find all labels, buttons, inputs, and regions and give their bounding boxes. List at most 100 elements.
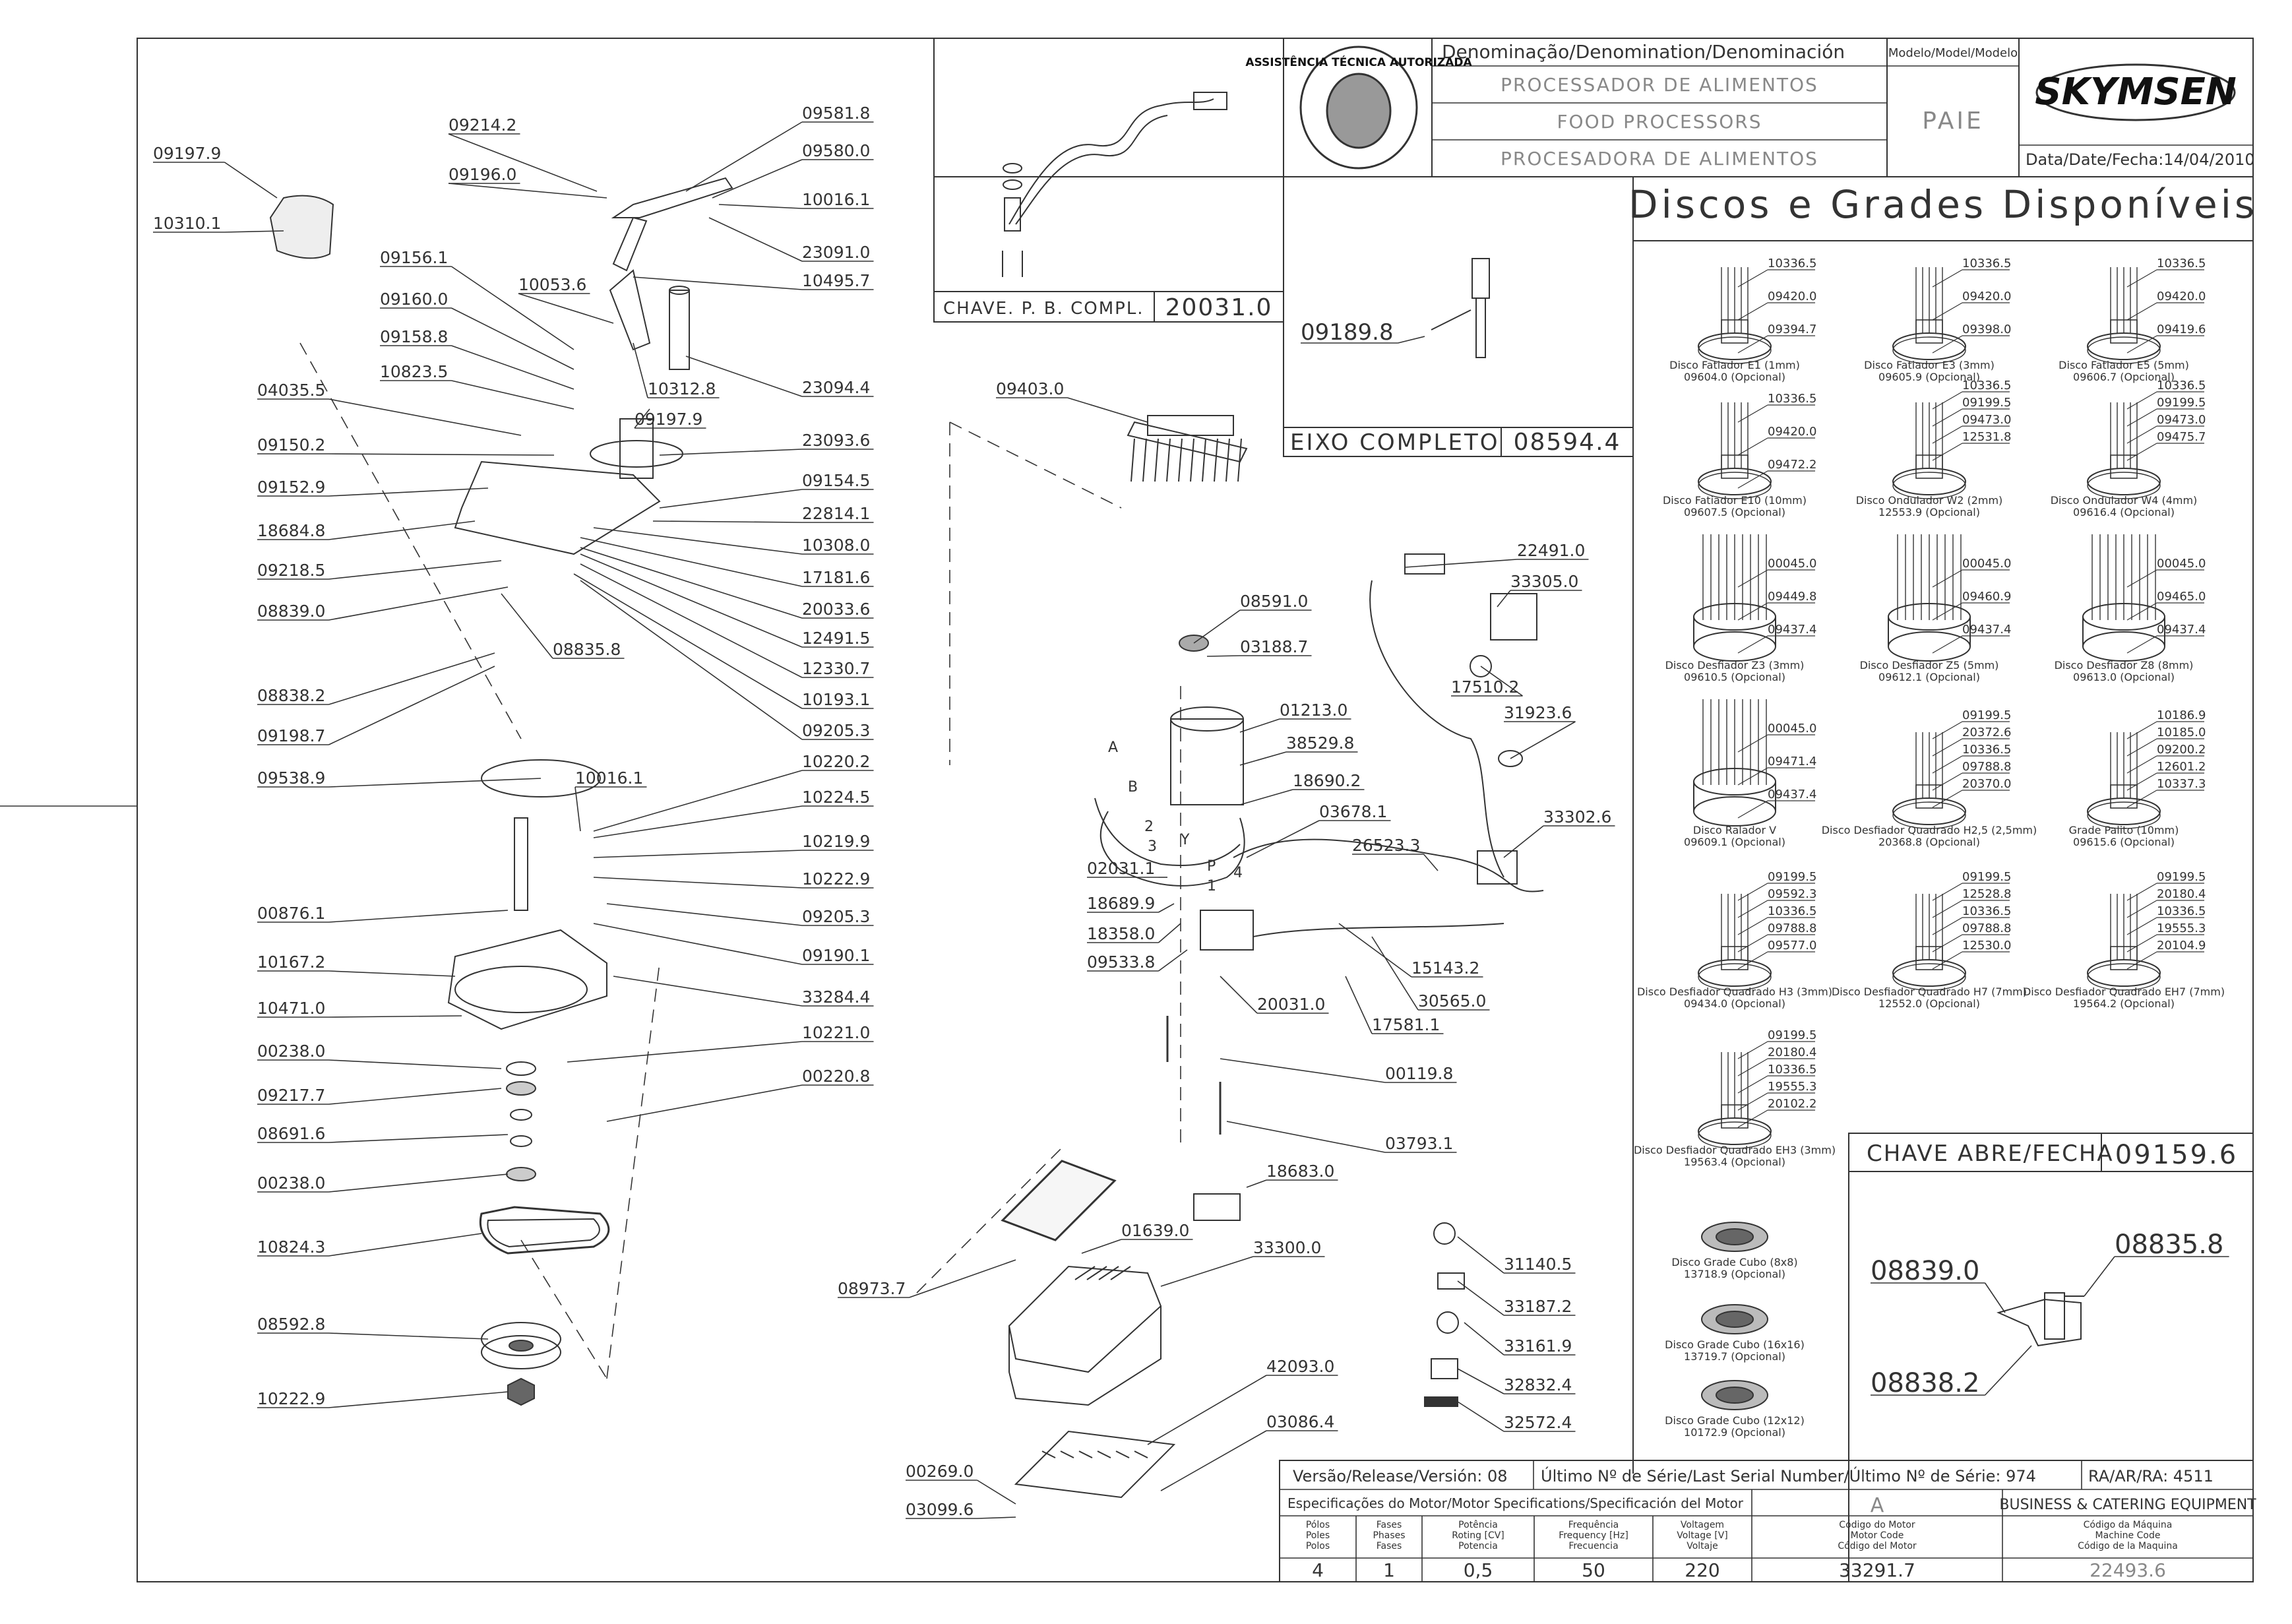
disc-name: Disco Grade Cubo (12x12) <box>1665 1414 1805 1427</box>
pulley-nut <box>507 1377 535 1406</box>
leader-line <box>2084 1256 2115 1297</box>
part-number-label: 09205.3 <box>802 907 870 926</box>
disc-part-number: 09471.4 <box>1768 755 1816 768</box>
part-number-label: 09156.1 <box>380 248 448 267</box>
part-number-label: 09217.7 <box>257 1086 325 1105</box>
disc-part-number: 09394.7 <box>1768 323 1816 336</box>
vent-slot <box>1078 1451 1093 1458</box>
leader-line <box>328 970 456 977</box>
brush-bristle <box>1190 438 1194 482</box>
leader-line <box>2126 391 2157 410</box>
disc-part-number: 20180.4 <box>2157 887 2206 901</box>
motor-top <box>1170 706 1244 732</box>
brush-bristle <box>1214 438 1218 482</box>
part-number-label: 15143.2 <box>1411 958 1479 978</box>
product-name: PROCESSADOR DE ALIMENTOS <box>1501 74 1818 96</box>
vent-slot <box>1115 1451 1130 1458</box>
disc-part-number: 09199.5 <box>1962 870 2011 884</box>
part-number-label: 09197.9 <box>635 410 702 429</box>
brush-bristle <box>1237 438 1242 482</box>
disc-code: 09604.0 (Opcional) <box>1684 371 1785 383</box>
leader-line <box>1457 1368 1504 1394</box>
motor-spec-value: 50 <box>1582 1559 1605 1581</box>
disc-part-number: 12601.2 <box>2157 760 2206 774</box>
leader-line <box>574 786 581 832</box>
leader-line <box>1737 437 1768 456</box>
part-number-label: 09160.0 <box>380 290 448 309</box>
disc-part-number: 10336.5 <box>2157 379 2206 392</box>
brush-bristle <box>1178 438 1183 482</box>
disc-name: Disco Fatiador E10 (10mm) <box>1663 494 1807 507</box>
disc-part-number: 09465.0 <box>2157 590 2206 604</box>
leader-line <box>328 778 542 788</box>
assembly-axis <box>606 962 660 1379</box>
terminal-symbol <box>1431 1358 1458 1379</box>
leader-line <box>2126 951 2157 970</box>
motor-spec-header: Poles <box>1306 1530 1330 1541</box>
disc-code: 09613.0 (Opcional) <box>2073 671 2175 683</box>
part-number-label: 18358.0 <box>1087 924 1155 943</box>
part-number-label: 10222.9 <box>257 1389 325 1408</box>
leader-line <box>1158 949 1188 972</box>
slicer-disc-edge <box>1892 801 1966 829</box>
disc-part-number: 09420.0 <box>1768 425 1816 439</box>
disc-part-number: 09199.5 <box>1962 396 2011 410</box>
part-number-label: 08591.0 <box>1240 592 1308 611</box>
brush-bristle <box>1202 438 1206 482</box>
disc-code: 09607.5 (Opcional) <box>1684 506 1785 518</box>
ground-symbol <box>1433 1222 1456 1245</box>
bearing <box>506 1167 536 1181</box>
brush-bristle <box>1142 438 1147 482</box>
motor-spec-label: Especificações do Motor/Motor Specificat… <box>1287 1495 1744 1511</box>
vent-slot <box>1041 1451 1056 1458</box>
disc-part-number: 09577.0 <box>1768 939 1816 953</box>
part-number-label: 01639.0 <box>1121 1221 1189 1240</box>
disc-part-number: 09398.0 <box>1962 323 2011 336</box>
motor-spec-header: Fases <box>1377 1541 1402 1551</box>
leader-line <box>580 563 803 678</box>
leader-line <box>1737 951 1768 970</box>
leader-line <box>2126 772 2157 791</box>
motor-terminal-letter: Y <box>1180 832 1190 848</box>
top-plate <box>454 460 661 555</box>
disc-part-number: 10336.5 <box>1962 257 2011 270</box>
part-number-label: 09158.8 <box>380 327 448 346</box>
slicer-disc-edge <box>2087 801 2161 829</box>
part-number-label: 23094.4 <box>802 378 870 397</box>
leader-line <box>708 217 803 262</box>
motor-terminal-letter: 1 <box>1207 878 1216 894</box>
disc-part-number: 19555.3 <box>1768 1080 1816 1094</box>
motor-spec-header: Voltagem <box>1681 1520 1724 1530</box>
leader-line <box>593 527 803 555</box>
disc-code: 09616.4 (Opcional) <box>2073 506 2175 518</box>
label-symbol <box>1437 1272 1465 1290</box>
leader-line <box>1932 772 1963 791</box>
switch-cable <box>1008 98 1214 225</box>
brush-handle <box>1147 415 1234 436</box>
leader-line <box>2126 917 2157 935</box>
leader-line <box>2126 425 2157 444</box>
leader-line <box>1932 602 1963 621</box>
part-number-label: 09533.8 <box>1087 953 1155 972</box>
part-number-label: 09196.0 <box>449 165 516 184</box>
chave-abre-code: 09159.6 <box>2115 1140 2238 1170</box>
leader-line <box>1737 767 1768 786</box>
leader-line <box>1737 883 1768 901</box>
main-shaft <box>514 817 528 911</box>
leader-line <box>1932 302 1963 321</box>
chave-abre-box <box>1848 1133 2254 1582</box>
leader-line <box>328 1088 502 1105</box>
part-number-label: 00269.0 <box>906 1462 974 1481</box>
switch-nut <box>1003 163 1022 173</box>
product-name: PROCESADORA DE ALIMENTOS <box>1501 148 1818 170</box>
part-number-label: 10219.9 <box>802 832 870 851</box>
part-number-label: 22814.1 <box>802 504 870 523</box>
slicer-disc-edge <box>1892 963 1966 991</box>
part-number-label: 10308.0 <box>802 536 870 555</box>
leader-line <box>518 293 614 324</box>
leader-line <box>1737 1109 1768 1128</box>
disc-part-number: 20102.2 <box>1768 1097 1816 1111</box>
housing-base <box>1008 1306 1161 1406</box>
motor-spec-header: Motor Code <box>1851 1530 1904 1541</box>
